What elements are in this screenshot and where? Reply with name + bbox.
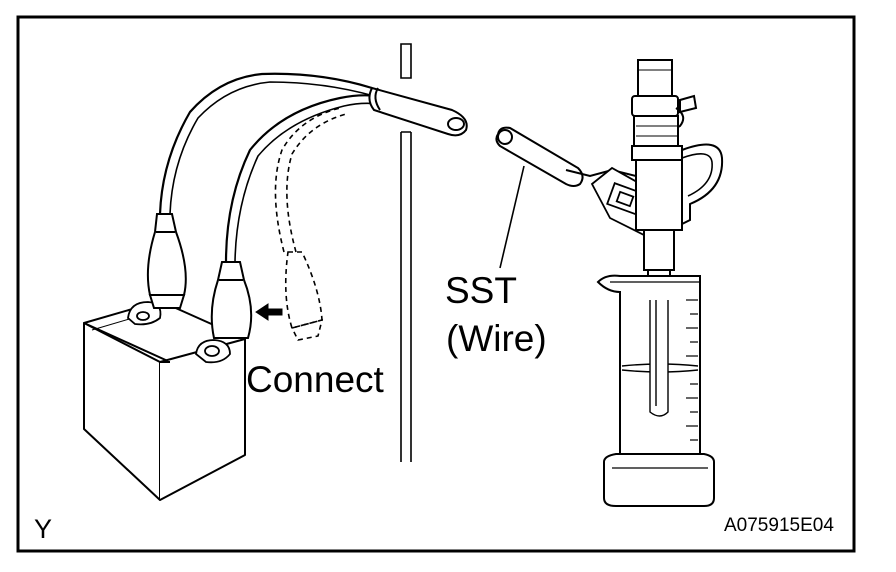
clip-positive bbox=[146, 72, 375, 309]
frame-border bbox=[16, 15, 856, 553]
label-sst: SST bbox=[445, 270, 517, 311]
battery-terminal-negative bbox=[195, 339, 231, 364]
label-connect: Connect bbox=[246, 359, 384, 400]
connect-arrow-icon bbox=[255, 303, 283, 321]
fuel-injector bbox=[631, 59, 724, 301]
sst-wire bbox=[495, 126, 637, 187]
figure-code: A075915E04 bbox=[724, 515, 834, 536]
fuel-in-cylinder bbox=[621, 300, 699, 417]
corner-mark: Y bbox=[34, 514, 53, 544]
sst-leader-line bbox=[499, 165, 525, 269]
cable-sheath bbox=[368, 86, 468, 137]
graduation-marks bbox=[686, 299, 698, 455]
label-wire: (Wire) bbox=[446, 318, 547, 359]
break-line-separator bbox=[400, 43, 412, 462]
clip-phantom-dashed bbox=[274, 107, 347, 341]
clip-negative bbox=[210, 94, 379, 339]
